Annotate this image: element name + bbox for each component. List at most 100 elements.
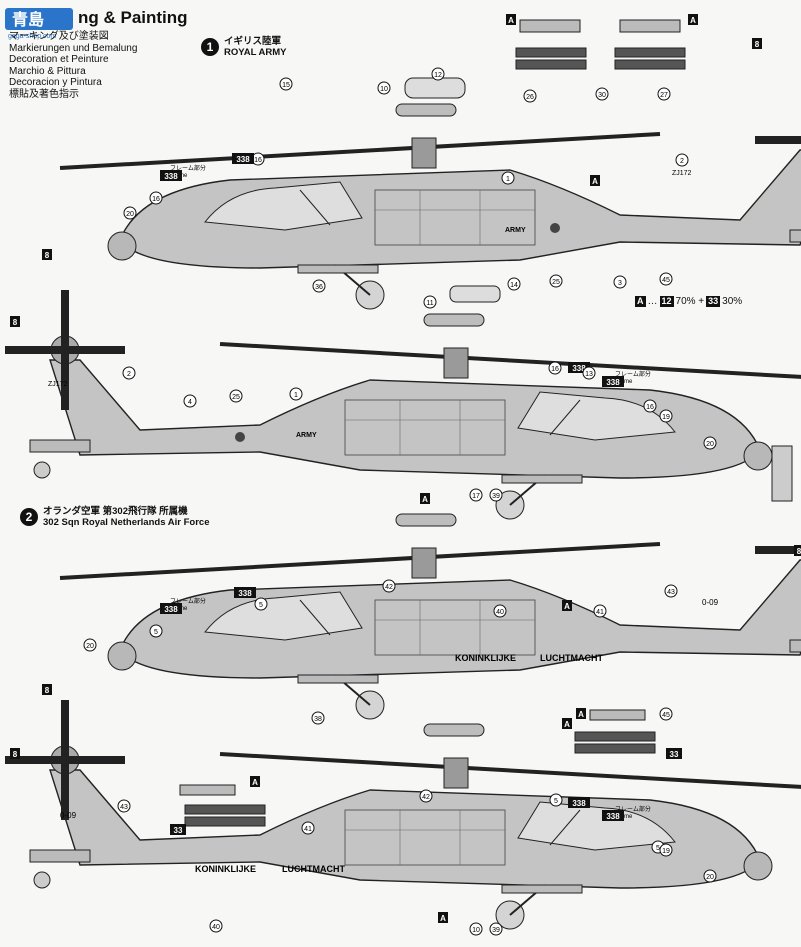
callout-label: 8: [45, 251, 50, 260]
callout-label: 338: [238, 589, 252, 598]
callout-marker: 17: [469, 488, 483, 502]
callout-marker: 338: [160, 170, 182, 181]
callout-label: 45: [662, 277, 670, 284]
callout-label: A: [592, 177, 598, 186]
callout-label: 26: [526, 94, 534, 101]
callout-marker: A: [688, 14, 698, 25]
callout-label: 40: [496, 609, 504, 616]
watermark-secondary: gaga-shop.com: [8, 33, 56, 40]
callout-marker: 45: [659, 272, 673, 286]
callout-marker: 8: [42, 249, 52, 260]
marking-number: 2: [20, 508, 38, 526]
callout-label: 338: [164, 172, 178, 181]
callout-label: 20: [706, 874, 714, 881]
marking-jp: オランダ空軍 第302飛行隊 所属機: [43, 506, 188, 517]
callout-marker: 39: [489, 488, 503, 502]
callout-label: 338: [236, 155, 250, 164]
callout-label: 43: [120, 804, 128, 811]
callout-label: 338: [572, 364, 586, 373]
lang-line: Marchio & Pittura: [9, 65, 86, 77]
callout-label: A: [690, 16, 696, 25]
callout-marker: 43: [664, 584, 678, 598]
fuselage-nl-2: LUCHTMACHT: [282, 864, 345, 874]
callout-marker: 45: [659, 707, 673, 721]
callout-label: 16: [551, 366, 559, 373]
callout-label: 338: [606, 812, 620, 821]
callout-marker: 16: [643, 399, 657, 413]
helicopter-3: KONINKLIJKE LUCHTMACHT 0-09: [60, 490, 801, 719]
callout-label: 16: [152, 196, 160, 203]
callout-label: 8: [797, 547, 801, 556]
watermark-primary: 青島: [12, 10, 44, 29]
callout-marker: 338: [160, 603, 182, 614]
lang-line: Decoration et Peinture: [9, 54, 109, 65]
fuselage-serial: 0-09: [60, 811, 77, 820]
callout-marker: 8: [10, 316, 20, 327]
callout-label: 11: [426, 300, 433, 307]
callout-label: 41: [596, 609, 604, 616]
callout-marker: 5: [149, 624, 163, 638]
callout-marker: 40: [209, 919, 223, 933]
legend-mix-percent: 70% +: [675, 296, 705, 307]
callout-label: 2: [680, 158, 684, 165]
callout-marker: 30: [595, 87, 609, 101]
callout-label: 20: [86, 643, 94, 650]
lang-line: Markierungen und Bemalung: [9, 42, 138, 54]
callout-marker: 33: [170, 824, 186, 835]
lang-line: Decoracion y Pintura: [9, 77, 102, 88]
callout-label: 36: [315, 284, 323, 291]
callout-marker: 15: [279, 77, 293, 91]
callout-label: 25: [232, 394, 240, 401]
language-list: マーキング及び塗装図 Markierungen und Bemalung Dec…: [9, 31, 137, 100]
callout-label: A: [578, 710, 584, 719]
callout-marker: 27: [657, 87, 671, 101]
callout-label: 5: [154, 629, 158, 636]
callout-label: 13: [585, 371, 593, 378]
marking-1-header: 1 イギリス陸軍 ROYAL ARMY: [201, 36, 286, 58]
callout-marker: 8: [794, 545, 801, 556]
callout-marker: 1: [501, 171, 515, 185]
rack-detail: [179, 19, 793, 827]
callout-label: 3: [618, 280, 622, 287]
callout-marker: 8: [752, 38, 762, 49]
callout-label: 19: [662, 848, 670, 855]
callout-marker: 42: [419, 789, 433, 803]
callout-marker: 19: [659, 843, 673, 857]
callout-label: 5: [259, 602, 263, 609]
callout-marker: 42: [382, 579, 396, 593]
callout-marker: 2: [122, 366, 136, 380]
marking-en: 302 Sqn Royal Netherlands Air Force: [43, 517, 210, 528]
marking-number: 1: [201, 38, 219, 56]
callout-label: A: [508, 16, 514, 25]
callout-marker: 1: [289, 387, 303, 401]
callout-marker: 4: [183, 394, 197, 408]
callout-marker: 19: [659, 409, 673, 423]
callout-marker: 20: [703, 869, 717, 883]
helicopter-4: KONINKLIJKE LUCHTMACHT 0-09: [5, 700, 801, 929]
legend-mix2: 33: [706, 296, 721, 307]
color-mix-legend: A… 12 70% + 33 30%: [635, 296, 743, 307]
callout-label: A: [440, 914, 446, 923]
callout-label: 39: [492, 927, 500, 934]
callout-label: 33: [670, 750, 679, 759]
callout-marker: A: [562, 718, 572, 729]
callout-marker: A: [250, 776, 260, 787]
fuselage-army: ARMY: [296, 432, 317, 439]
helicopter-1: ARMY ZJ172: [60, 80, 801, 309]
callout-label: 27: [660, 92, 668, 99]
fuselage-serial: ZJ172: [672, 170, 692, 177]
fuselage-nl-1: KONINKLIJKE: [195, 864, 256, 874]
callout-label: 338: [606, 378, 620, 387]
callout-marker: 20: [703, 436, 717, 450]
callout-label: A: [564, 720, 570, 729]
callout-marker: 25: [549, 274, 563, 288]
callout-marker: 338: [232, 153, 254, 164]
lang-line: 標貼及著色指示: [9, 88, 79, 100]
callout-label: 40: [212, 924, 220, 931]
callout-label: 5: [656, 845, 660, 852]
frame-label-jp: フレーム部分: [170, 597, 206, 605]
callout-marker: 39: [489, 922, 503, 936]
callout-label: 20: [706, 441, 714, 448]
